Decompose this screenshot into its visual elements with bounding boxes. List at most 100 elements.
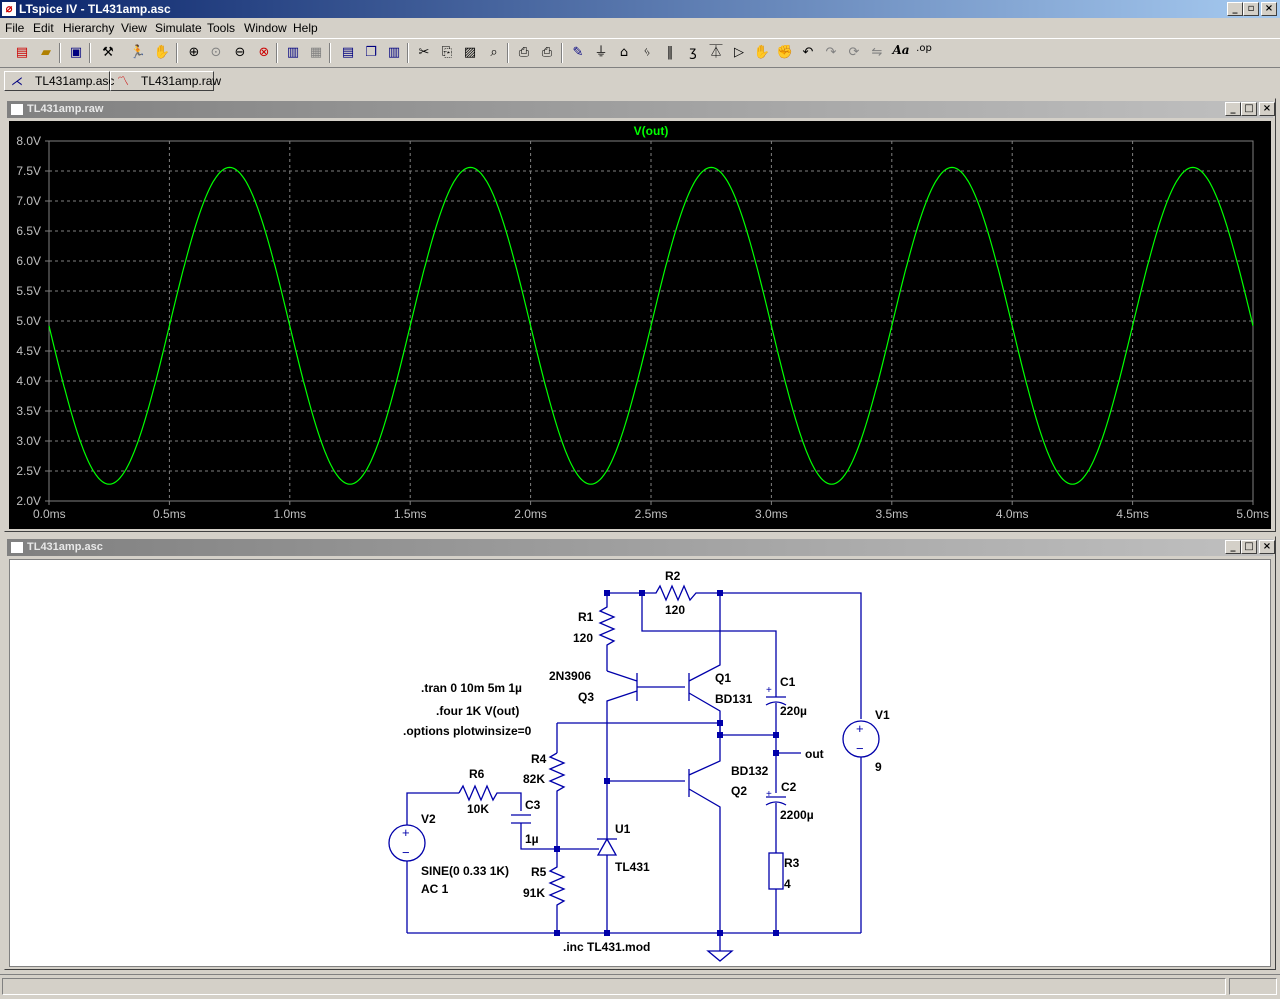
menu-hierarchy[interactable]: Hierarchy xyxy=(63,21,115,35)
schematic-drawing[interactable]: R2 120 R1 120 2N3906 Q3 Q1 BD131 C1 220µ… xyxy=(10,560,1270,966)
menu-edit[interactable]: Edit xyxy=(33,21,54,35)
print-icon[interactable]: ⎙ xyxy=(541,45,553,60)
new-schematic-icon[interactable]: ▤ xyxy=(15,45,29,60)
zoom-out-icon[interactable]: ⊖ xyxy=(234,45,246,60)
waveform-icon: 〽 xyxy=(117,74,130,88)
toolbar-separator xyxy=(276,43,278,63)
value-r1: 120 xyxy=(573,631,593,645)
print-setup-icon[interactable]: ⎙ xyxy=(518,45,530,60)
resistor-r4[interactable] xyxy=(548,752,566,849)
cascade-icon[interactable]: ❐ xyxy=(365,45,377,60)
toolbar: ▤ ▰ ▣ ⚒ 🏃 ✋ ⊕ ⊙ ⊖ ⊗ ▥ ▦ ▤ ❐ ▥ ✂ ⎘ ▨ ⌕ ⎙ … xyxy=(0,38,1280,68)
resistor-r6[interactable] xyxy=(458,784,522,811)
y-tick-label: 6.0V xyxy=(16,254,41,268)
undo-icon[interactable]: ↶ xyxy=(802,45,814,60)
schematic-window-caption[interactable]: TL431amp.asc _ □ × xyxy=(7,539,1275,556)
ltspice-app-icon[interactable]: ⌀ xyxy=(2,2,16,16)
wire-r2-c1 xyxy=(641,593,777,691)
tab-waveform[interactable]: 〽 TL431amp.raw xyxy=(110,71,221,91)
y-tick-label: 7.0V xyxy=(16,194,41,208)
tile-vertical-icon[interactable]: ▥ xyxy=(387,45,401,60)
resistor-r2[interactable] xyxy=(642,584,720,602)
model-u1: TL431 xyxy=(615,860,650,874)
autorange-icon[interactable]: ▥ xyxy=(286,45,300,60)
shunt-regulator-u1[interactable] xyxy=(557,719,618,933)
document-tabs: ⋌ TL431amp.asc 〽 TL431amp.raw xyxy=(0,68,1280,94)
capacitor-c3[interactable] xyxy=(511,814,557,850)
save-icon[interactable]: ▣ xyxy=(69,45,83,60)
close-button[interactable]: × xyxy=(1259,540,1275,554)
y-tick-label: 4.0V xyxy=(16,374,41,388)
maximize-button[interactable]: □ xyxy=(1241,540,1257,554)
transistor-q3[interactable] xyxy=(606,670,685,719)
zoom-fit-icon[interactable]: ⊗ xyxy=(258,45,270,60)
label-v1: V1 xyxy=(875,708,890,722)
label-net-icon[interactable]: ⌂ xyxy=(619,45,629,60)
resistor-icon[interactable]: ᛃ xyxy=(643,45,651,60)
find-icon[interactable]: ⌕ xyxy=(490,45,498,60)
x-tick-label: 1.5ms xyxy=(394,507,427,521)
close-button[interactable]: × xyxy=(1261,2,1277,16)
inductor-icon[interactable]: ʒ xyxy=(689,45,697,60)
move-icon[interactable]: ✋ xyxy=(753,45,771,60)
minimize-button[interactable]: _ xyxy=(1227,2,1243,16)
close-button[interactable]: × xyxy=(1259,102,1275,116)
mirror-icon[interactable]: ⇋ xyxy=(871,45,883,60)
redo-icon[interactable]: ↷ xyxy=(825,45,837,60)
value-v2-sine: SINE(0 0.33 1K) xyxy=(421,864,509,878)
schematic-canvas[interactable]: R2 120 R1 120 2N3906 Q3 Q1 BD131 C1 220µ… xyxy=(9,559,1271,967)
menu-view[interactable]: View xyxy=(121,21,147,35)
x-tick-label: 0.0ms xyxy=(33,507,66,521)
menu-file[interactable]: File xyxy=(5,21,25,35)
component-icon[interactable]: ▷ xyxy=(734,45,744,60)
minimize-button[interactable]: _ xyxy=(1225,102,1241,116)
tile-horizontal-icon[interactable]: ▤ xyxy=(341,45,355,60)
cut-icon[interactable]: ✂ xyxy=(418,45,430,60)
waveform-window-caption[interactable]: TL431amp.raw _ □ × xyxy=(7,101,1275,118)
menu-simulate[interactable]: Simulate xyxy=(155,21,202,35)
drag-icon[interactable]: ✊ xyxy=(776,45,794,60)
open-icon[interactable]: ▰ xyxy=(41,45,51,60)
spice-directive-icon[interactable]: .op xyxy=(916,43,932,54)
copy-icon[interactable]: ⎘ xyxy=(441,45,453,60)
label-c3: C3 xyxy=(525,798,541,812)
waveform-chart[interactable]: 8.0V7.5V7.0V6.5V6.0V5.5V5.0V4.5V4.0V3.5V… xyxy=(9,121,1271,529)
x-tick-label: 2.5ms xyxy=(635,507,668,521)
schematic-window[interactable]: TL431amp.asc _ □ × xyxy=(4,536,1276,970)
run-icon[interactable]: 🏃 xyxy=(129,45,147,60)
capacitor-c2[interactable] xyxy=(765,753,787,853)
autorange-x-icon[interactable]: ▦ xyxy=(309,45,323,60)
ground-icon[interactable]: ⏚ xyxy=(594,45,608,60)
restore-button[interactable]: ▫ xyxy=(1243,2,1259,16)
value-v1: 9 xyxy=(875,760,882,774)
resistor-r1[interactable] xyxy=(598,593,616,671)
menu-help[interactable]: Help xyxy=(293,21,318,35)
diode-icon[interactable]: ⏄ xyxy=(709,45,723,60)
tab-schematic[interactable]: ⋌ TL431amp.asc xyxy=(4,71,114,91)
paste-icon[interactable]: ▨ xyxy=(463,45,477,60)
control-panel-icon[interactable]: ⚒ xyxy=(102,45,114,60)
transistor-q1[interactable] xyxy=(688,593,721,735)
resistor-r5[interactable] xyxy=(548,849,566,933)
y-tick-label: 5.0V xyxy=(16,314,41,328)
minimize-button[interactable]: _ xyxy=(1225,540,1241,554)
maximize-button[interactable]: □ xyxy=(1241,102,1257,116)
text-icon[interactable]: Aa xyxy=(892,43,910,57)
rotate-icon[interactable]: ⟳ xyxy=(848,45,860,60)
pan-icon[interactable]: ⊙ xyxy=(210,45,222,60)
toolbar-separator xyxy=(329,43,331,63)
y-tick-label: 2.0V xyxy=(16,494,41,508)
capacitor-c1[interactable] xyxy=(765,691,787,753)
resistor-r3[interactable] xyxy=(768,852,784,890)
x-tick-label: 4.5ms xyxy=(1116,507,1149,521)
transistor-q2[interactable] xyxy=(607,735,721,933)
halt-icon[interactable]: ✋ xyxy=(153,45,171,60)
menu-window[interactable]: Window xyxy=(244,21,287,35)
zoom-in-icon[interactable]: ⊕ xyxy=(188,45,200,60)
capacitor-icon[interactable]: ‖ xyxy=(666,45,674,60)
draw-wire-icon[interactable]: ✎ xyxy=(572,45,584,60)
y-tick-label: 3.5V xyxy=(16,404,41,418)
menu-tools[interactable]: Tools xyxy=(207,21,236,35)
